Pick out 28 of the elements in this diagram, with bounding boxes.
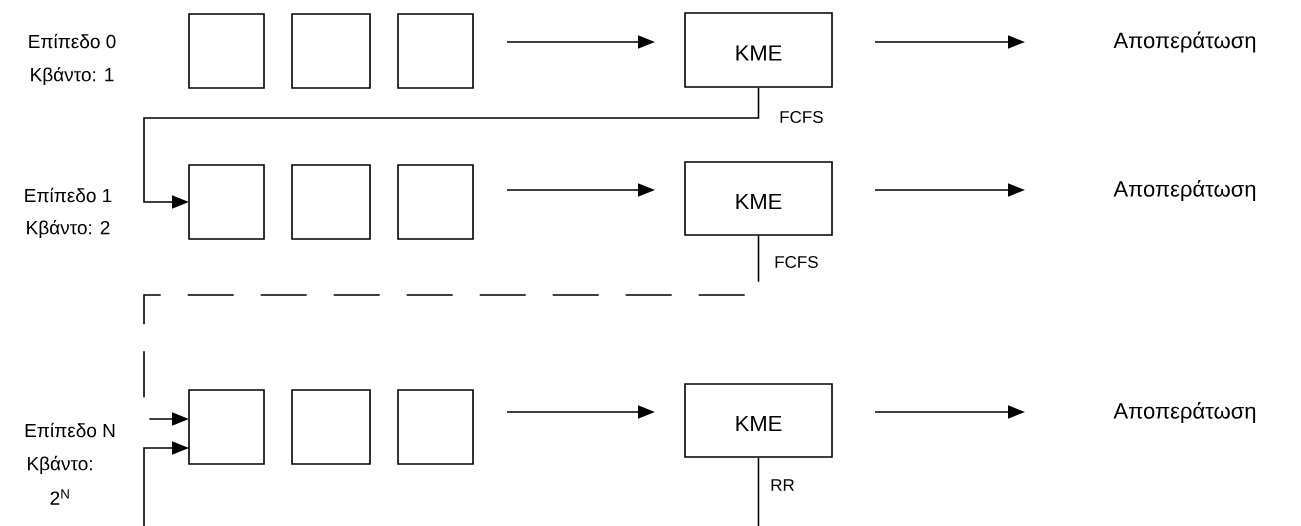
arrow <box>143 235 760 426</box>
level-label: 2$^{N}$ <box>50 489 69 505</box>
edge-label: FCFS <box>773 254 820 269</box>
queue-slot <box>291 164 371 240</box>
output-label: Αποπεράτωση <box>1113 401 1256 424</box>
queue-slot <box>188 389 265 465</box>
level-label: Κβάντο: <box>28 455 92 475</box>
queue-slot <box>291 13 371 89</box>
level-label: Επίπεδο 1 <box>25 187 112 203</box>
arrow <box>143 441 760 526</box>
output-label: Αποπεράτωση <box>1113 31 1256 53</box>
queue-slot <box>188 164 265 240</box>
queue-slot <box>397 164 474 240</box>
level-label: Κβάντο: 2 <box>27 219 110 239</box>
processor-box: KME <box>684 383 833 458</box>
edge-label: FCFS <box>778 110 825 124</box>
queue-slot <box>188 13 265 89</box>
processor-box: KME <box>684 12 833 88</box>
output-label: Αποπεράτωση <box>1113 179 1256 202</box>
level-label: Επίπεδο 0 <box>29 33 116 49</box>
processor-box: KME <box>684 161 833 236</box>
arrow <box>143 87 760 209</box>
edge-label: RR <box>769 478 796 492</box>
level-label: Επίπεδο N <box>25 422 115 438</box>
level-label: Κβάντο: 1 <box>31 66 114 86</box>
queue-slot <box>397 389 474 465</box>
queue-slot <box>397 13 474 89</box>
queue-slot <box>291 389 371 465</box>
